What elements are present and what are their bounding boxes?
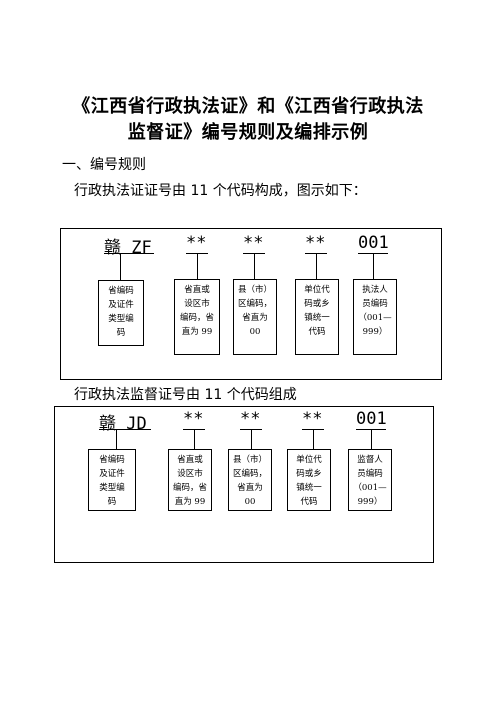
diagram-1-box-unit: 单位代 码或乡 镇统一 代码: [295, 279, 339, 355]
diagram-1-connector-unit: [316, 253, 317, 279]
diagram-2-code-city: **: [183, 409, 204, 429]
diagram-2-connector-person: [371, 429, 372, 449]
paragraph-2: 行政执法监督证号由 11 个代码组成: [74, 387, 297, 403]
diagram-2-connector-unit: [313, 429, 314, 449]
diagram-1-code-person: 001: [358, 233, 389, 253]
section-heading: 一、编号规则: [62, 157, 146, 173]
diagram-1-code-city: **: [186, 233, 207, 253]
diagram-2-box-person: 监督人 员编码 （001— 999）: [348, 449, 392, 511]
diagram-1-connector-county: [254, 253, 255, 279]
title-line-1: 《江西省行政执法证》和《江西省行政执法: [72, 96, 424, 117]
diagram-2-connector-county: [251, 429, 252, 449]
diagram-1-box-province: 省编码 及证件 类型编 码: [98, 280, 144, 346]
paragraph-1: 行政执法证证号由 11 个代码构成，图示如下：: [74, 183, 367, 199]
diagram-1-connector-person: [373, 253, 374, 279]
diagram-1-box-person: 执法人 员编码 （001— 999）: [353, 279, 397, 355]
diagram-1-connector-city: [197, 253, 198, 279]
diagram-1-box-county: 县（市） 区编码， 省直为 00: [233, 279, 277, 355]
diagram-2-box-unit: 单位代 码或乡 镇统一 代码: [287, 449, 331, 511]
diagram-2-underline-province: [99, 429, 151, 430]
diagram-2-code-county: **: [240, 409, 261, 429]
diagram-2-code-person: 001: [356, 409, 387, 429]
diagram-1-code-county: **: [243, 233, 264, 253]
diagram-2-code-province: 赣 JD: [99, 414, 147, 434]
title-line-2: 监督证》编号规则及编排示例: [127, 122, 369, 143]
diagram-2-code-unit: **: [302, 409, 323, 429]
diagram-2-connector-city: [194, 429, 195, 449]
diagram-1-box-city: 省直或 设区市 编码，省 直为 99: [174, 279, 220, 355]
diagram-1-code-province: 赣 ZF: [104, 238, 152, 258]
diagram-1-code-unit: **: [305, 233, 326, 253]
diagram-1-connector-province: [120, 253, 121, 280]
diagram-2-box-county: 县（市） 区编码， 省直为 00: [228, 449, 272, 511]
diagram-1-underline-province: [104, 253, 154, 254]
diagram-2-box-city: 省直或 设区市 编码，省 直为 99: [168, 449, 212, 511]
diagram-2-connector-province: [116, 429, 117, 449]
diagram-2-box-province: 省编码 及证件 类型编 码: [88, 449, 136, 511]
